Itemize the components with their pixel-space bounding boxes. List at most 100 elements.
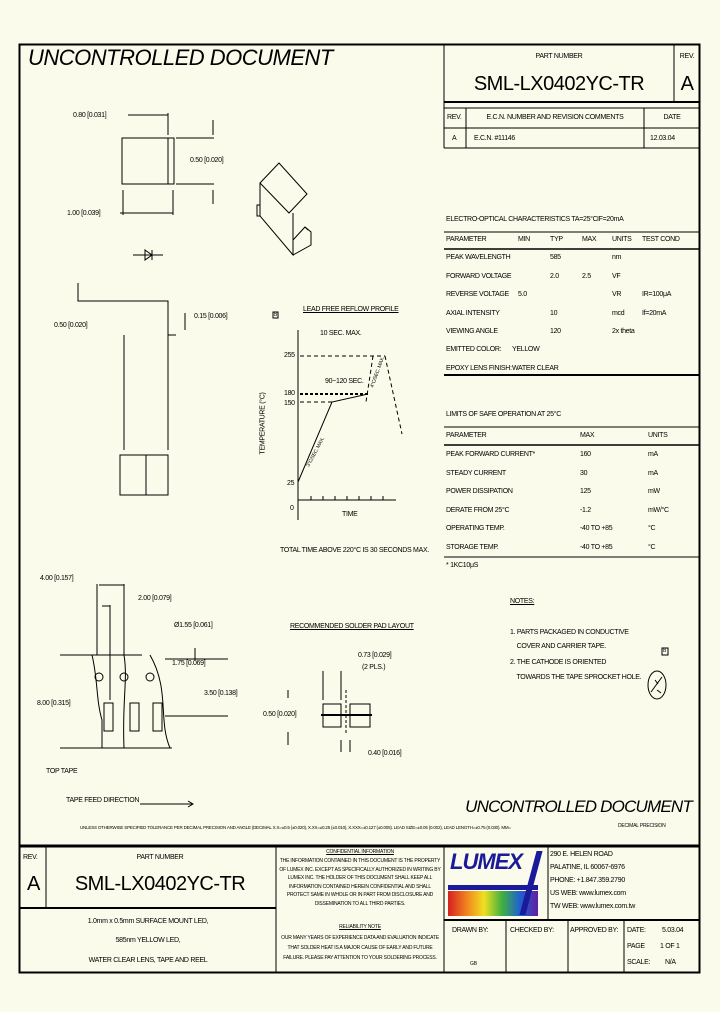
safe-cell: mW: [648, 488, 660, 495]
safe-cell: °C: [648, 543, 656, 551]
safe-cell: DERATE FROM 25°C: [446, 506, 510, 514]
address-2: PALATINE, IL 60067-6976: [550, 864, 625, 871]
eo-cell: 2.0: [550, 272, 559, 280]
scale-value: N/A: [665, 959, 676, 966]
eo-cell: mcd: [612, 309, 625, 317]
tb-rev: A: [27, 873, 40, 895]
part-number-label: PART NUMBER: [535, 53, 583, 60]
tape-feed-direction: TAPE FEED DIRECTION: [66, 797, 140, 804]
drawn-by: GB: [470, 961, 477, 967]
ecn-col-header: E.C.N. NUMBER AND REVISION COMMENTS: [486, 114, 624, 121]
safe-cell: -40 TO +85: [580, 525, 613, 532]
us-web-link[interactable]: US WEB: www.lumex.com: [550, 890, 626, 897]
part-number: SML-LX0402YC-TR: [473, 73, 645, 95]
eo-cell: 2x theta: [612, 328, 635, 335]
eo-cell: nm: [612, 254, 622, 261]
tb-desc-1: 1.0mm x 0.5mm SURFACE MOUNT LED,: [87, 918, 209, 925]
tb-rev-label: REV.: [23, 854, 38, 861]
eo-cell: VR: [612, 291, 622, 298]
rev-row-ecn: E.C.N. #11146: [474, 135, 515, 142]
reflow-title: LEAD FREE REFLOW PROFILE: [303, 306, 399, 313]
eo-cell: VIEWING ANGLE: [446, 328, 498, 335]
lens-value: WATER CLEAR: [512, 365, 559, 372]
page-label: PAGE: [627, 943, 645, 950]
pad-height: 0.50 [0.020]: [263, 711, 297, 718]
pad-gap: 0.40 [0.016]: [368, 750, 402, 757]
rev-row-rev: A: [452, 135, 457, 142]
tape-edge: 1.75 [0.069]: [172, 660, 206, 667]
safe-header-cell: PARAMETER: [446, 432, 487, 439]
rev-label: REV.: [679, 53, 695, 60]
address-3: PHONE: +1.847.359.2790: [550, 877, 625, 884]
eo-title: ELECTRO-OPTICAL CHARACTERISTICS TA=25°C: [446, 216, 598, 223]
eo-header-cell: PARAMETER: [446, 236, 487, 243]
safe-cell: 30: [580, 469, 588, 477]
reflow-peak-note: 10 SEC. MAX.: [320, 330, 362, 337]
date-value: 5.03.04: [662, 927, 684, 934]
rev-value: A: [680, 73, 694, 95]
tick-0: 0: [290, 505, 294, 512]
safe-title: LIMITS OF SAFE OPERATION AT 25°C: [446, 411, 561, 418]
eo-cell: REVERSE VOLTAGE: [446, 291, 509, 298]
reflow-soak-note: 90~120 SEC.: [325, 378, 364, 385]
tick-25: 25: [287, 480, 295, 487]
notes-marker: B: [663, 648, 667, 654]
reflow-y-label: TEMPERATURE (°C): [259, 392, 267, 455]
tick-180: 180: [284, 390, 295, 397]
eo-cell: 120: [550, 328, 561, 335]
tick-150: 150: [284, 400, 295, 407]
watermark-top: UNCONTROLLED DOCUMENT: [28, 45, 333, 70]
eo-cell: 10: [550, 309, 558, 317]
eo-header-cell: MIN: [518, 236, 530, 243]
note-1b: COVER AND CARRIER TAPE.: [510, 643, 607, 650]
tb-part-number: SML-LX0402YC-TR: [74, 873, 246, 895]
top-tape-label: TOP TAPE: [46, 768, 78, 775]
reflow-x-label: TIME: [342, 511, 358, 518]
pad-note: (2 PLS.): [362, 664, 386, 671]
pad-dim: 0.73 [0.029]: [358, 652, 392, 659]
dim-side-lead: 0.15 [0.006]: [194, 313, 228, 320]
safe-cell: -1.2: [580, 506, 591, 514]
safe-cell: mA: [648, 451, 658, 458]
checked-by-label: CHECKED BY:: [510, 927, 554, 934]
logo-bar: [448, 885, 538, 890]
note-1a: 1. PARTS PACKAGED IN CONDUCTIVE: [510, 629, 629, 636]
eo-cell: FORWARD VOLTAGE: [446, 272, 512, 280]
reliability-title: RELIABILITY NOTE: [339, 924, 381, 930]
rev-col-header: REV.: [447, 114, 462, 121]
solder-pad-title: RECOMMENDED SOLDER PAD LAYOUT: [290, 623, 414, 630]
safe-cell: STEADY CURRENT: [446, 469, 506, 477]
eo-cell: 5.0: [518, 291, 527, 298]
safe-cell: 125: [580, 488, 591, 495]
safe-cell: mW/°C: [648, 506, 669, 514]
approved-by-label: APPROVED BY:: [570, 927, 619, 934]
reliability-text: OUR MANY YEARS OF EXPERIENCE DATA AND EV…: [281, 935, 439, 961]
tw-web-link[interactable]: TW WEB: www.lumex.com.tw: [550, 903, 635, 910]
eo-cell: AXIAL INTENSITY: [446, 309, 500, 317]
confidential-text: THE INFORMATION CONTAINED IN THIS DOCUME…: [279, 858, 441, 907]
safe-cell: POWER DISSIPATION: [446, 488, 513, 495]
dim-height: 0.50 [0.020]: [190, 157, 224, 164]
safe-cell: STORAGE TEMP.: [446, 543, 499, 551]
note-2b: TOWARDS THE TAPE SPROCKET HOLE.: [510, 674, 642, 681]
address-1: 290 E. HELEN ROAD: [550, 851, 613, 858]
watermark-bottom: UNCONTROLLED DOCUMENT: [465, 797, 693, 816]
safe-cell: OPERATING TEMP.: [446, 525, 505, 532]
eo-cell: 2.5: [582, 272, 591, 280]
page-value: 1 OF 1: [660, 943, 680, 950]
eo-cell: If=20mA: [642, 309, 667, 317]
date-label: DATE:: [627, 927, 646, 934]
emitted-color-label: EMITTED COLOR:: [446, 346, 502, 353]
drawn-by-label: DRAWN BY:: [452, 927, 489, 934]
safe-cell: °C: [648, 525, 656, 532]
tape-half-pitch: 2.00 [0.079]: [138, 595, 172, 602]
tolerance-suffix: DECIMAL PRECISION: [618, 823, 666, 829]
tolerance-note: UNLESS OTHERWISE SPECIFIED TOLERANCE PER…: [80, 825, 511, 830]
reflow-footnote: TOTAL TIME ABOVE 220°C IS 30 SECONDS MAX…: [280, 547, 429, 554]
eo-header-cell: TEST COND: [642, 236, 680, 243]
dim-side-height: 0.50 [0.020]: [54, 322, 88, 329]
eo-cell: PEAK WAVELENGTH: [446, 254, 511, 261]
date-col-header: DATE: [663, 114, 681, 121]
eo-header-cell: MAX: [582, 236, 597, 243]
